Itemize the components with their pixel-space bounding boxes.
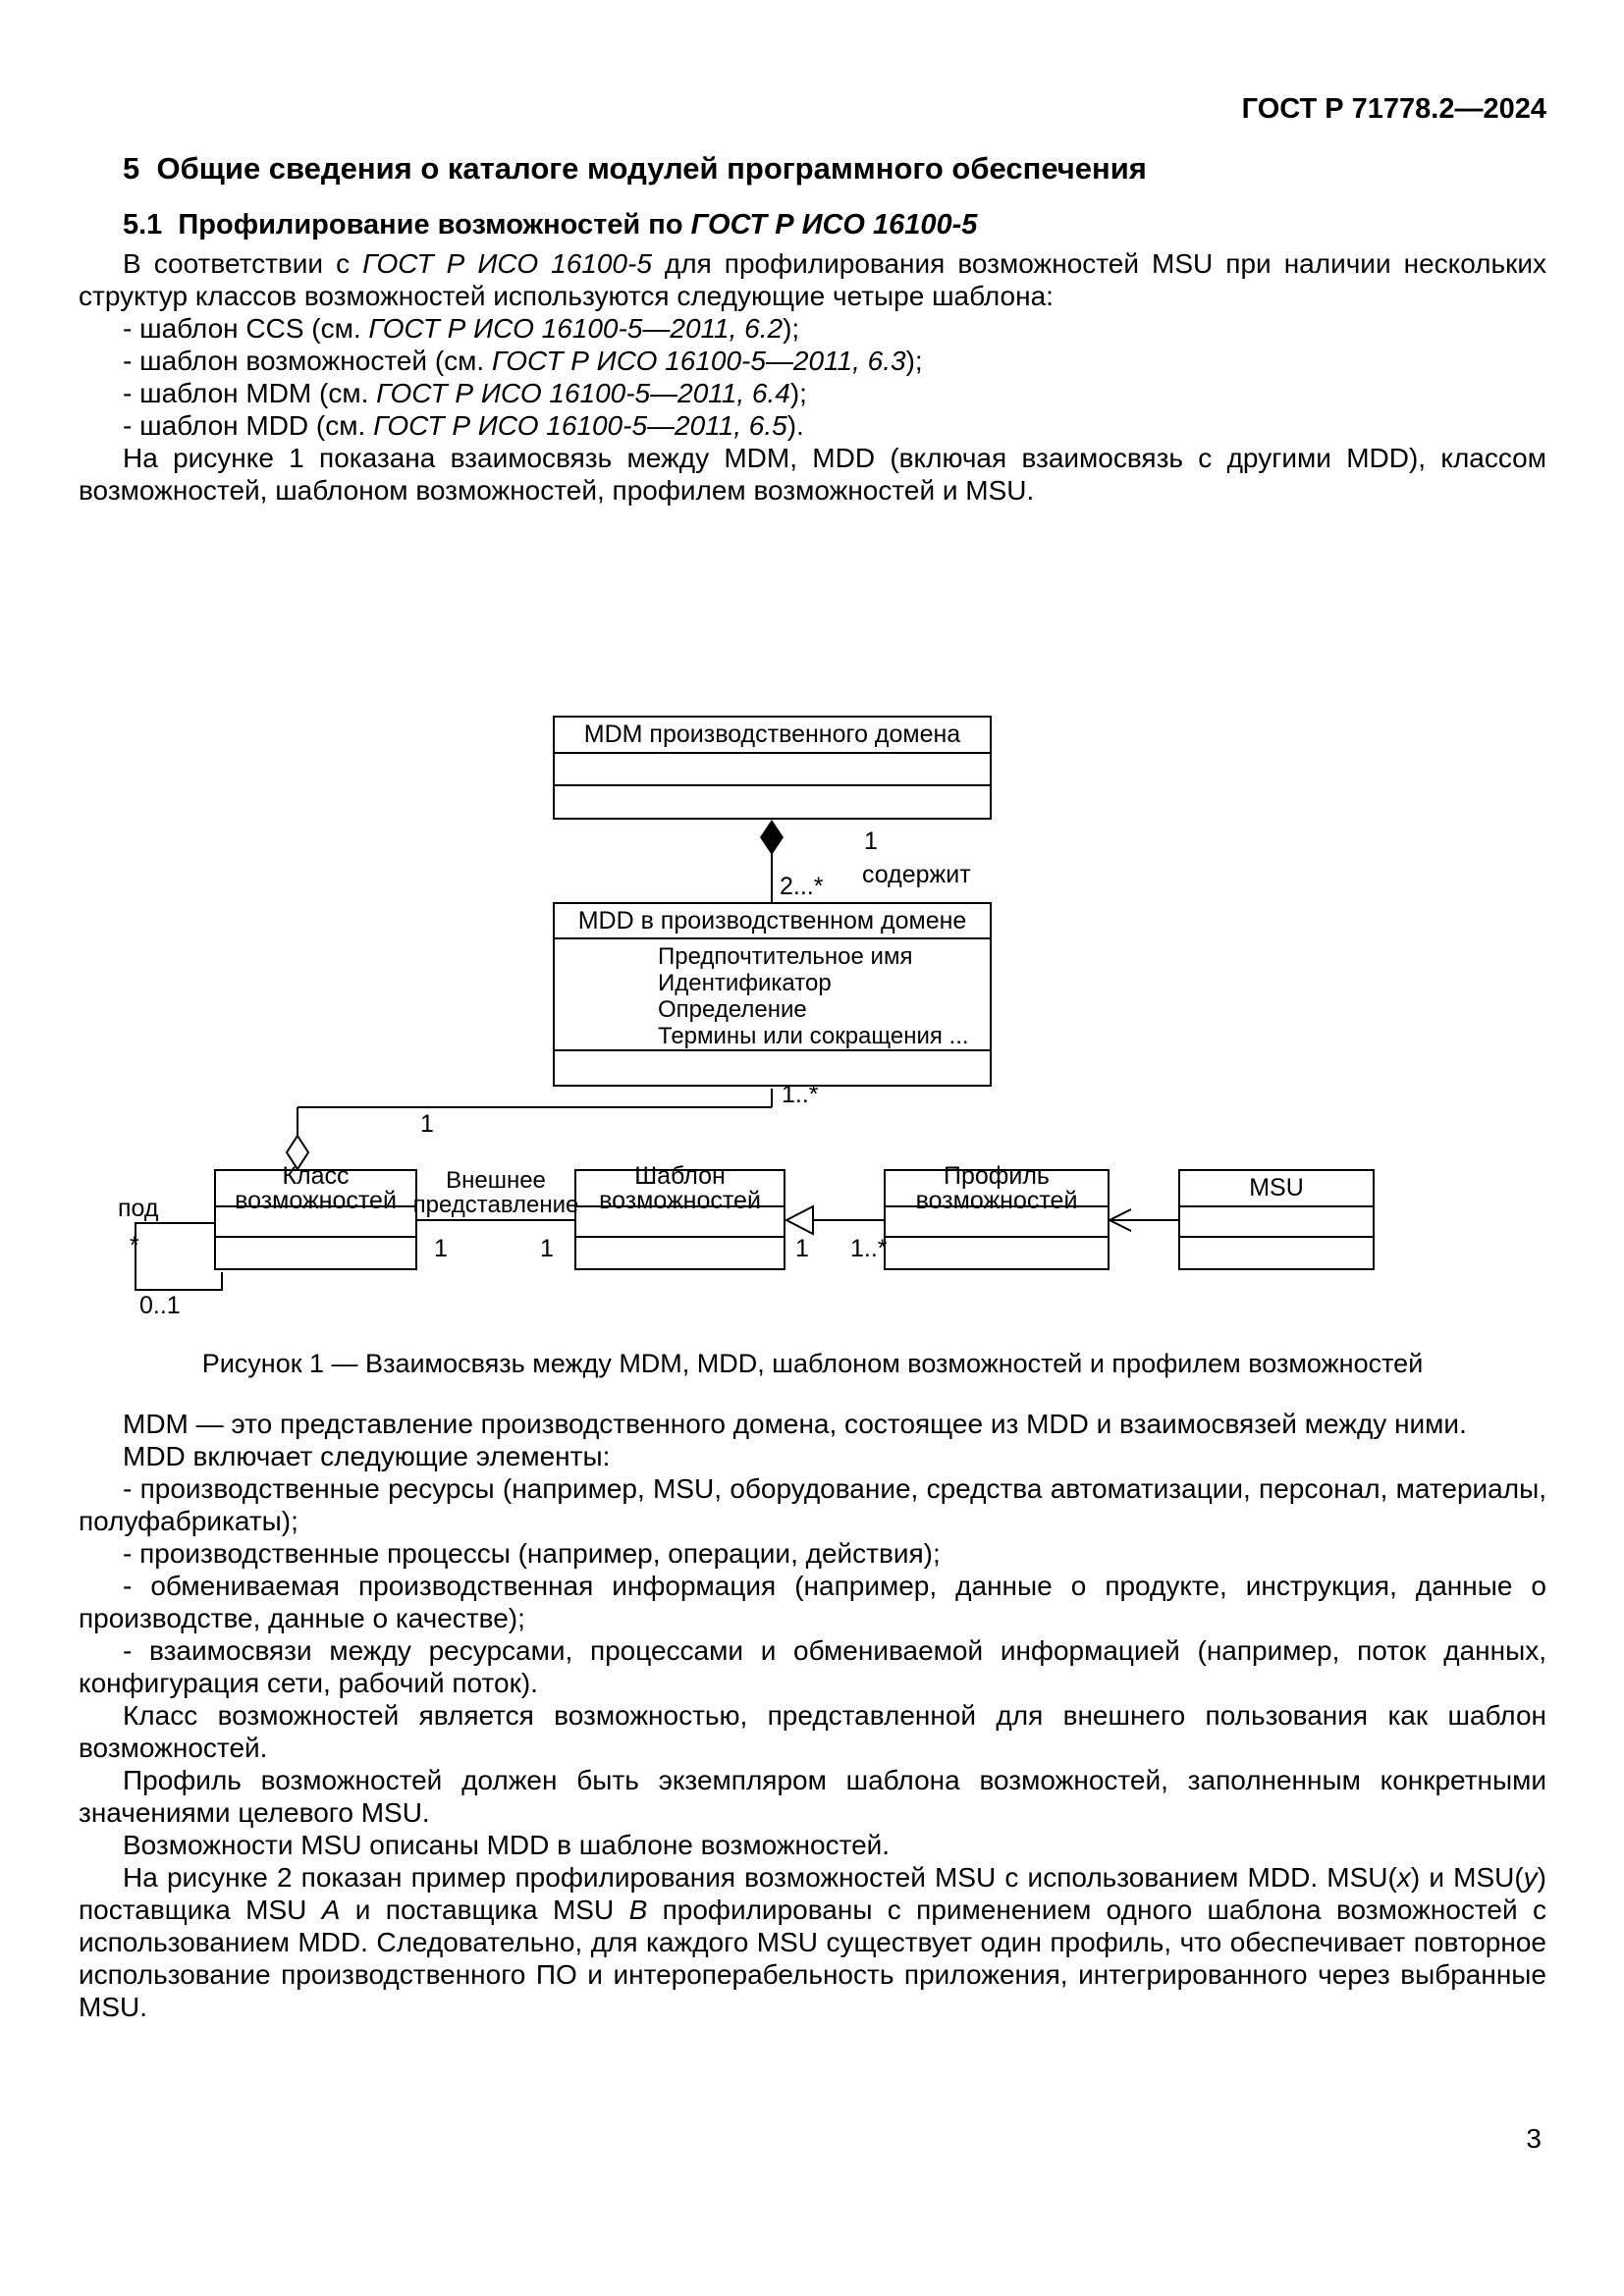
paragraph-mdd-includes: MDD включает следующие элементы: [123, 1441, 611, 1471]
list-item-mdd: - шаблон MDD (см. ГОСТ Р ИСО 16100-5—201… [79, 409, 1546, 442]
composition-diamond-icon [760, 820, 784, 855]
capability-class-title: Класс возможностей [216, 1163, 415, 1212]
generalization-arrow-icon [784, 1204, 814, 1236]
paragraph-figure2-intro: На рисунке 2 показан пример профилирован… [79, 1861, 1546, 2023]
capability-profile-empty-compartment [886, 1207, 1108, 1238]
list-item-resources: - производственные ресурсы (например, MS… [79, 1473, 1546, 1536]
text-segment: ); [905, 346, 923, 376]
multiplicity-label: 1..* [782, 1081, 819, 1108]
figure-caption: Рисунок 1 — Взаимосвязь между MDM, MDD, … [201, 1349, 1424, 1378]
list-item-ccs: - шаблон CCS (см. ГОСТ Р ИСО 16100-5—201… [79, 312, 1546, 345]
capability-class-box: Класс возможностей [214, 1163, 417, 1270]
list-item-information: - обмениваемая производственная информац… [79, 1571, 1546, 1633]
text-segment: ) поставщика MSU [79, 1862, 1546, 1925]
mdd-attribute: Предпочтительное имя [658, 943, 913, 970]
open-arrowhead-icon [1109, 1219, 1132, 1232]
standard-ref: ГОСТ Р ИСО 16100-5—2011, 6.3 [491, 346, 906, 376]
association-name-external-view: Внешнее представление [412, 1167, 579, 1218]
multiplicity-label: 1 [434, 1235, 448, 1262]
section-heading: 5 Общие сведения о каталоге модулей прог… [123, 151, 1147, 186]
figure-1-diagram: MDM производственного домена MDD в произ… [79, 703, 1546, 1336]
msu-empty-compartment [1180, 1238, 1373, 1268]
standard-ref: ГОСТ Р ИСО 16100-5—2011, 6.4 [376, 378, 790, 408]
msu-class-box: MSU [1178, 1169, 1375, 1270]
text-segment: профилированы с применением одного шабло… [79, 1895, 1546, 2022]
capability-profile-empty-compartment [886, 1238, 1108, 1268]
text-segment: B [628, 1895, 648, 1925]
paragraph-msu-capabilities: Возможности MSU описаны MDD в шаблоне во… [123, 1830, 891, 1860]
mdm-class-title: MDM производственного домена [555, 718, 990, 754]
subsection-heading: 5.1 Профилирование возможностей по ГОСТ … [79, 208, 1546, 241]
paragraph-profile-definition: Профиль возможностей должен быть экземпл… [79, 1765, 1546, 1828]
mdd-class-title: MDD в производственном домене [555, 904, 990, 939]
subsection-standard-ref: ГОСТ Р ИСО 16100-5 [690, 209, 978, 240]
mdd-attribute: Термины или сокращения ... [658, 1023, 969, 1049]
text-segment: и поставщика MSU [340, 1895, 629, 1925]
multiplicity-label: 1 [420, 1110, 434, 1138]
msu-class-title: MSU [1180, 1171, 1373, 1207]
capability-profile-box: Профиль возможностей [884, 1163, 1110, 1270]
multiplicity-label: * [130, 1232, 139, 1259]
multiplicity-label: 1 [864, 828, 878, 855]
text-segment: x [1396, 1862, 1411, 1893]
msu-empty-compartment [1180, 1207, 1373, 1238]
text-segment: ); [789, 378, 807, 408]
multiplicity-label: 0..1 [139, 1292, 181, 1319]
mdd-attribute: Идентификатор [658, 970, 832, 996]
standard-ref: ГОСТ Р ИСО 16100-5—2011, 6.2 [368, 313, 784, 344]
mdd-attribute: Определение [658, 996, 807, 1023]
mdm-class-box: MDM производственного домена [553, 716, 992, 820]
multiplicity-label: 1 [795, 1235, 809, 1262]
content-area: ГОСТ Р 71778.2—2024 5 Общие сведения о к… [79, 0, 1546, 2023]
text-segment: - шаблон CCS (см. [123, 313, 369, 344]
multiplicity-label: 1..* [850, 1235, 888, 1262]
text-segment: ). [786, 410, 804, 441]
text-segment: - шаблон MDD (см. [123, 410, 374, 441]
text-segment: На рисунке 2 показан пример профилирован… [123, 1862, 1397, 1893]
mdd-empty-compartment [555, 1051, 990, 1085]
mdm-empty-compartment [555, 754, 990, 786]
open-arrowhead-icon [1109, 1208, 1132, 1221]
capability-class-empty-compartment [216, 1207, 415, 1238]
subsection-text: 5.1 Профилирование возможностей по [123, 209, 691, 240]
text-segment: A [321, 1895, 341, 1925]
multiplicity-label: 1 [540, 1235, 554, 1262]
text-segment: - шаблон MDM (см. [123, 378, 377, 408]
mdd-attributes-compartment: Предпочтительное имя Идентификатор Опред… [555, 939, 990, 1051]
text-segment: ) и MSU( [1410, 1862, 1524, 1893]
paragraph-class-definition: Класс возможностей является возможностью… [79, 1700, 1546, 1763]
association-name-contains: содержит [862, 861, 971, 888]
capability-template-box: Шаблон возможностей [574, 1163, 785, 1270]
paragraph-mdm-definition: MDM — это представление производственног… [123, 1409, 1467, 1439]
doc-designation: ГОСТ Р 71778.2—2024 [1241, 93, 1546, 125]
standard-ref: ГОСТ Р ИСО 16100-5 [362, 248, 652, 279]
standard-ref: ГОСТ Р ИСО 16100-5—2011, 6.5 [373, 410, 787, 441]
mdm-empty-compartment [555, 786, 990, 818]
list-item-relations: - взаимосвязи между ресурсами, процессам… [79, 1635, 1546, 1698]
capability-template-empty-compartment [576, 1207, 784, 1238]
capability-class-empty-compartment [216, 1238, 415, 1268]
capability-profile-title: Профиль возможностей [886, 1163, 1108, 1212]
list-item-capability-template: - шаблон возможностей (см. ГОСТ Р ИСО 16… [79, 345, 1546, 377]
capability-template-empty-compartment [576, 1238, 784, 1268]
text-segment: В соответствии с [123, 248, 363, 279]
multiplicity-label: 2...* [780, 873, 824, 900]
text-segment: ); [783, 313, 800, 344]
paragraph-intro: В соответствии с ГОСТ Р ИСО 16100-5 для … [79, 247, 1546, 312]
mdd-class-box: MDD в производственном домене Предпочтит… [553, 902, 992, 1087]
paragraph-figure-intro: На рисунке 1 показана взаимосвязь между … [79, 443, 1546, 506]
class-self-association-loop [135, 1222, 223, 1291]
list-item-processes: - производственные процессы (например, о… [123, 1538, 941, 1569]
text-segment: для профилирования возможностей MSU при … [79, 248, 1546, 311]
list-item-mdm: - шаблон MDM (см. ГОСТ Р ИСО 16100-5—201… [79, 377, 1546, 409]
capability-template-title: Шаблон возможностей [576, 1163, 784, 1212]
association-name-pod: под [118, 1195, 159, 1222]
text-segment: - шаблон возможностей (см. [123, 346, 492, 376]
page-number: 3 [1526, 2123, 1542, 2154]
text-segment: y [1523, 1862, 1538, 1893]
